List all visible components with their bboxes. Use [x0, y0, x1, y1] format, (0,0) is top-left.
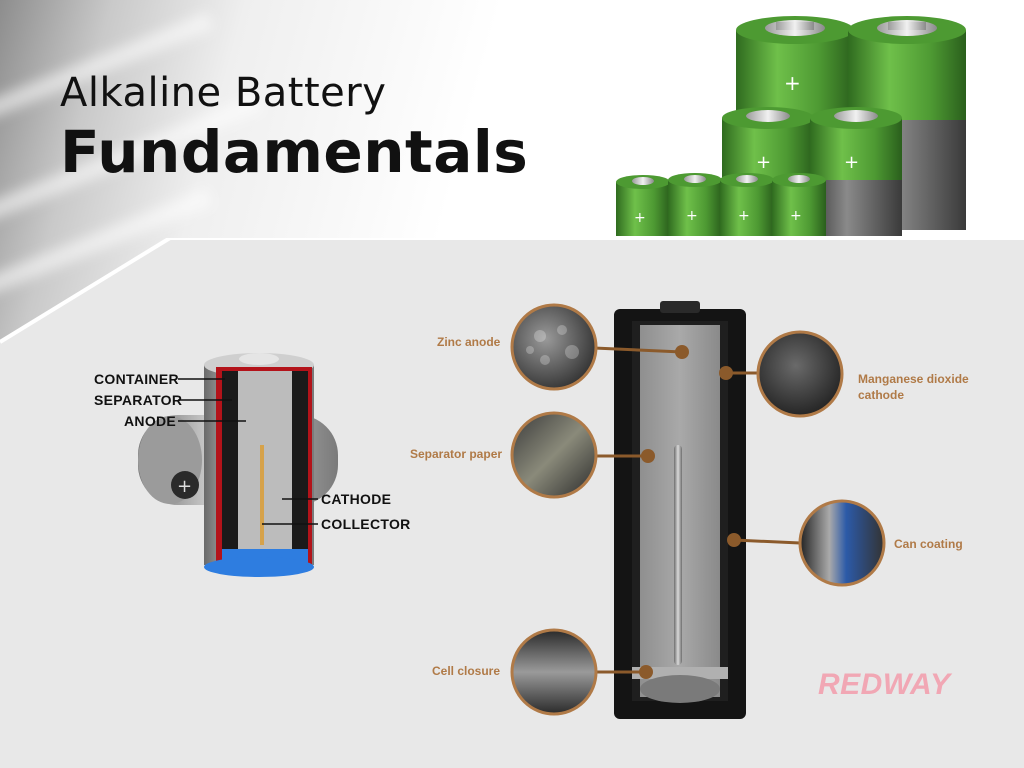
label-manganese-dioxide: Manganese dioxide cathode	[858, 371, 969, 403]
title-line-1: Alkaline Battery	[60, 70, 387, 116]
cell-closure-closeup	[510, 628, 598, 716]
can-coating-closeup	[798, 499, 886, 587]
svg-text:+: +	[784, 71, 801, 95]
label-separator: SEPARATOR	[94, 392, 183, 408]
separator-paper-closeup	[510, 411, 598, 499]
svg-text:+: +	[844, 152, 859, 173]
brand-logo: REDWAY	[818, 668, 951, 701]
cell-cross-section	[614, 301, 746, 719]
label-collector: COLLECTOR	[321, 516, 411, 532]
svg-text:+: +	[738, 208, 750, 224]
label-manganese-line1: Manganese dioxide	[858, 372, 969, 386]
zinc-anode-closeup	[510, 303, 598, 391]
label-container: CONTAINER	[94, 371, 179, 387]
label-cathode: CATHODE	[321, 491, 392, 507]
cutaway-battery-diagram: +	[138, 353, 338, 577]
label-anode: ANODE	[124, 413, 177, 429]
label-zinc-anode: Zinc anode	[437, 335, 501, 349]
svg-text:+: +	[756, 152, 771, 173]
label-separator-paper: Separator paper	[410, 447, 503, 461]
label-cell-closure: Cell closure	[432, 664, 501, 678]
label-can-coating: Can coating	[894, 537, 963, 551]
svg-text:+: +	[634, 210, 646, 226]
manganese-closeup	[756, 330, 844, 418]
label-manganese-line2: cathode	[858, 388, 905, 402]
title-line-2: Fundamentals	[60, 118, 529, 186]
svg-text:+: +	[686, 208, 698, 224]
svg-text:+: +	[790, 208, 802, 224]
svg-text:+: +	[177, 476, 192, 497]
battery-stack-photo: + + + + + +	[616, 16, 966, 236]
